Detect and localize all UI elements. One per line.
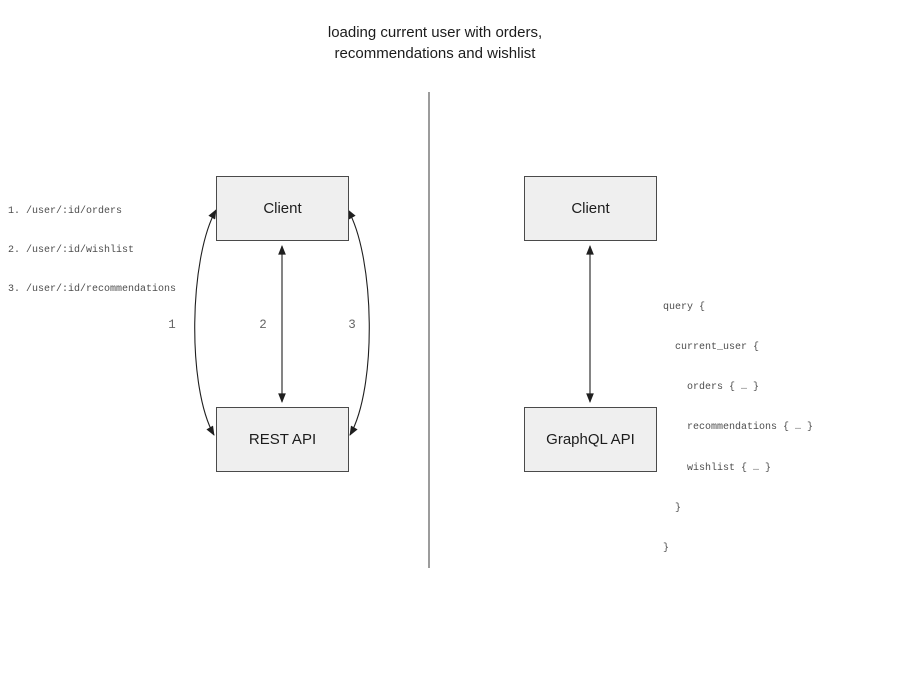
query-line: query {: [663, 301, 706, 313]
query-line: }: [663, 543, 670, 555]
graphql-query-code: query { current_user { orders { … } reco…: [663, 274, 813, 582]
graphql-api-label: GraphQL API: [546, 431, 635, 448]
query-line: }: [663, 502, 682, 514]
rest-api-box: REST API: [216, 407, 349, 472]
query-line: orders { … }: [663, 382, 760, 394]
query-line: current_user {: [663, 342, 760, 354]
route-item: 1. /user/:id/orders: [8, 206, 123, 217]
arrow-label-2: 2: [259, 318, 267, 332]
right-client-label: Client: [571, 200, 610, 217]
diagram-title: loading current user with orders, recomm…: [327, 24, 543, 62]
rest-arrow-3: [347, 209, 370, 436]
graphql-api-box: GraphQL API: [524, 407, 657, 472]
query-line: recommendations { … }: [663, 422, 814, 434]
arrow-label-3: 3: [348, 318, 356, 332]
left-client-box: Client: [216, 176, 349, 241]
right-client-box: Client: [524, 176, 657, 241]
query-line: wishlist { … }: [663, 462, 772, 474]
rest-endpoints-list: 1. /user/:id/orders 2. /user/:id/wishlis…: [8, 179, 176, 322]
route-item: 2. /user/:id/wishlist: [8, 245, 135, 256]
rest-arrow-1: [194, 209, 217, 436]
arrow-label-1: 1: [168, 318, 176, 332]
rest-api-label: REST API: [248, 431, 317, 448]
route-item: 3. /user/:id/recommendations: [8, 284, 177, 295]
left-client-label: Client: [263, 200, 302, 217]
